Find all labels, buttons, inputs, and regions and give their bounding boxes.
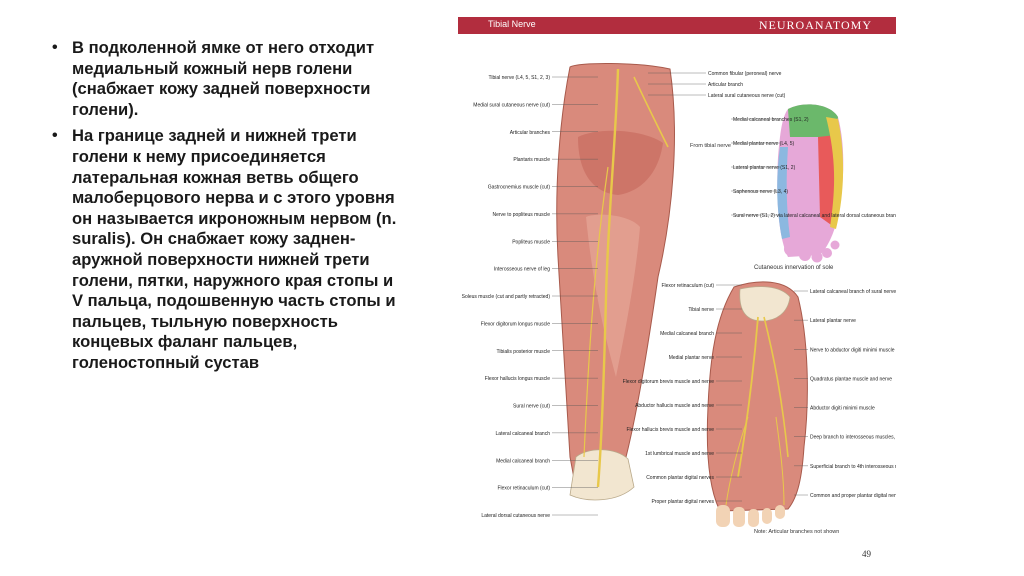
anatomy-label: Sural nerve (S1, 2) via lateral calcanea…	[733, 213, 896, 219]
anatomy-label: Flexor retinaculum (cut)	[497, 486, 550, 492]
sole-diagram	[777, 104, 844, 263]
anatomy-label: Sural nerve (cut)	[513, 404, 550, 410]
medial-plantar-nerve-line	[737, 316, 759, 478]
soleus-region	[586, 214, 640, 377]
anatomy-label: Flexor digitorum longus muscle	[481, 321, 550, 327]
anatomy-label: Common plantar digital nerves	[646, 475, 714, 481]
bullet-text: В подколенной ямке от него отходит медиа…	[72, 38, 375, 119]
anatomy-label: Interosseous nerve of leg	[494, 267, 550, 273]
anatomy-label: Abductor hallucis muscle and nerve	[635, 403, 714, 409]
anatomy-label: Articular branches	[510, 130, 551, 136]
bullet-list: • В подколенной ямке от него отходит мед…	[52, 38, 402, 374]
anatomy-label: Lateral sural cutaneous nerve (cut)	[708, 93, 786, 99]
anatomy-label: Flexor digitorum brevis muscle and nerve	[623, 379, 715, 385]
tibial-nerve-line	[596, 68, 620, 488]
foot-illustration	[706, 281, 808, 527]
anatomy-label: Medial calcaneal branches (S1, 2)	[733, 117, 809, 123]
toe	[822, 248, 832, 258]
foot-muscles	[706, 281, 808, 512]
plate-title: Tibial Nerve	[488, 19, 536, 29]
text-column: • В подколенной ямке от него отходит мед…	[52, 38, 402, 380]
anatomy-label: 1st lumbrical muscle and nerve	[645, 451, 714, 457]
anatomy-plate: Tibial Nerve NEUROANATOMY	[458, 17, 896, 539]
digital-nerve-line	[725, 416, 749, 506]
heel-bone	[739, 286, 791, 322]
digital-nerve-line	[775, 416, 785, 506]
anatomy-label: Tibialis posterior muscle	[497, 349, 551, 355]
sole-labels: Medial calcaneal branches (S1, 2) Medial …	[731, 117, 896, 219]
sole-saphenous-area	[777, 147, 790, 239]
anatomy-label: Lateral plantar nerve	[810, 318, 856, 324]
anatomy-label: Medial plantar nerve	[669, 355, 715, 361]
anatomy-label: Flexor retinaculum (cut)	[661, 283, 714, 289]
heel-bone	[569, 449, 635, 501]
popliteal-region	[578, 130, 663, 195]
foot-labels-right: Lateral calcaneal branch of sural nerveL…	[794, 289, 896, 499]
anatomy-label: Common fibular (peroneal) nerve	[708, 71, 782, 77]
anatomy-label: Flexor hallucis brevis muscle and nerve	[626, 427, 714, 433]
anatomy-label: Superficial branch to 4th interosseous m…	[810, 464, 896, 470]
toe	[811, 251, 823, 263]
anatomy-label: Nerve to abductor digiti minimi muscle	[810, 347, 895, 353]
anatomy-label: Deep branch to interosseous muscles, 2nd…	[810, 435, 896, 441]
anatomy-label: Soleus muscle (cut and partly retracted)	[462, 294, 551, 300]
anatomy-label: Plantaris muscle	[513, 157, 550, 163]
anatomy-label: Tibial nerve (L4, 5, S1, 2, 3)	[488, 75, 550, 81]
fibular-nerve-line	[633, 76, 669, 148]
anatomy-label: Popliteus muscle	[512, 239, 550, 245]
bullet-dot-icon: •	[52, 39, 58, 56]
leg-labels-right: Common fibular (peroneal) nerveArticular…	[648, 71, 786, 99]
bullet-item: • На границе задней и нижней трети голен…	[52, 126, 402, 373]
plate-section: NEUROANATOMY	[758, 18, 872, 32]
anatomy-label: Medial calcaneal branch	[660, 331, 714, 337]
toe	[784, 242, 798, 256]
anatomy-label: Tibial nerve	[688, 307, 714, 313]
anatomy-label: Lateral calcaneal branch of sural nerve	[810, 289, 896, 295]
anatomy-label: Quadratus plantae muscle and nerve	[810, 376, 892, 382]
anatomy-label: Flexor hallucis longus muscle	[485, 376, 551, 382]
anatomy-label: Saphenous nerve (L3, 4)	[733, 189, 788, 195]
lateral-plantar-nerve-line	[763, 316, 789, 458]
sole-medial-calcaneal-area	[788, 104, 838, 137]
toe	[733, 507, 745, 527]
foot-labels-left: Flexor retinaculum (cut) Tibial nerveMedi…	[623, 283, 742, 505]
anatomy-label: Abductor digiti minimi muscle	[810, 406, 875, 412]
leg-labels-left: Tibial nerve (L4, 5, S1, 2, 3) Medial sur…	[462, 75, 598, 519]
anatomy-label: Lateral dorsal cutaneous nerve	[481, 513, 550, 519]
toe	[799, 249, 811, 261]
sole-sural-area	[826, 117, 844, 229]
page-number: 49	[862, 549, 871, 559]
bullet-text: На границе задней и нижней трети голени …	[72, 126, 397, 372]
toe	[830, 240, 840, 250]
anatomy-label: Lateral calcaneal branch	[496, 431, 551, 437]
leg-illustration	[556, 62, 675, 501]
anatomy-label: Proper plantar digital nerves	[651, 499, 714, 505]
anatomy-label: Articular branch	[708, 82, 743, 88]
bullet-item: • В подколенной ямке от него отходит мед…	[52, 38, 402, 120]
anatomy-label: Nerve to popliteus muscle	[492, 212, 550, 218]
plate-note: Note: Articular branches not shown	[754, 529, 839, 535]
anatomy-label: Medial sural cutaneous nerve (cut)	[473, 102, 550, 108]
toe	[748, 509, 759, 527]
anatomy-label: Gastrocnemius muscle (cut)	[488, 185, 551, 191]
sole-caption: Cutaneous innervation of sole	[754, 265, 834, 271]
anatomy-label: Medial calcaneal branch	[496, 458, 550, 464]
plate-header: Tibial Nerve NEUROANATOMY	[458, 17, 896, 34]
anatomy-label: Lateral plantar nerve (S1, 2)	[733, 165, 796, 171]
from-tibial-label: From tibial nerve	[690, 143, 731, 149]
anatomy-illustration: Tibial nerve (L4, 5, S1, 2, 3) Medial sur…	[462, 62, 896, 535]
bullet-dot-icon: •	[52, 127, 58, 145]
anatomy-label: Common and proper plantar digital nerves	[810, 493, 896, 499]
toe	[775, 505, 785, 519]
toe	[716, 505, 730, 527]
toe	[762, 508, 772, 524]
anatomy-label: Medial plantar nerve (L4, 5)	[733, 141, 794, 147]
